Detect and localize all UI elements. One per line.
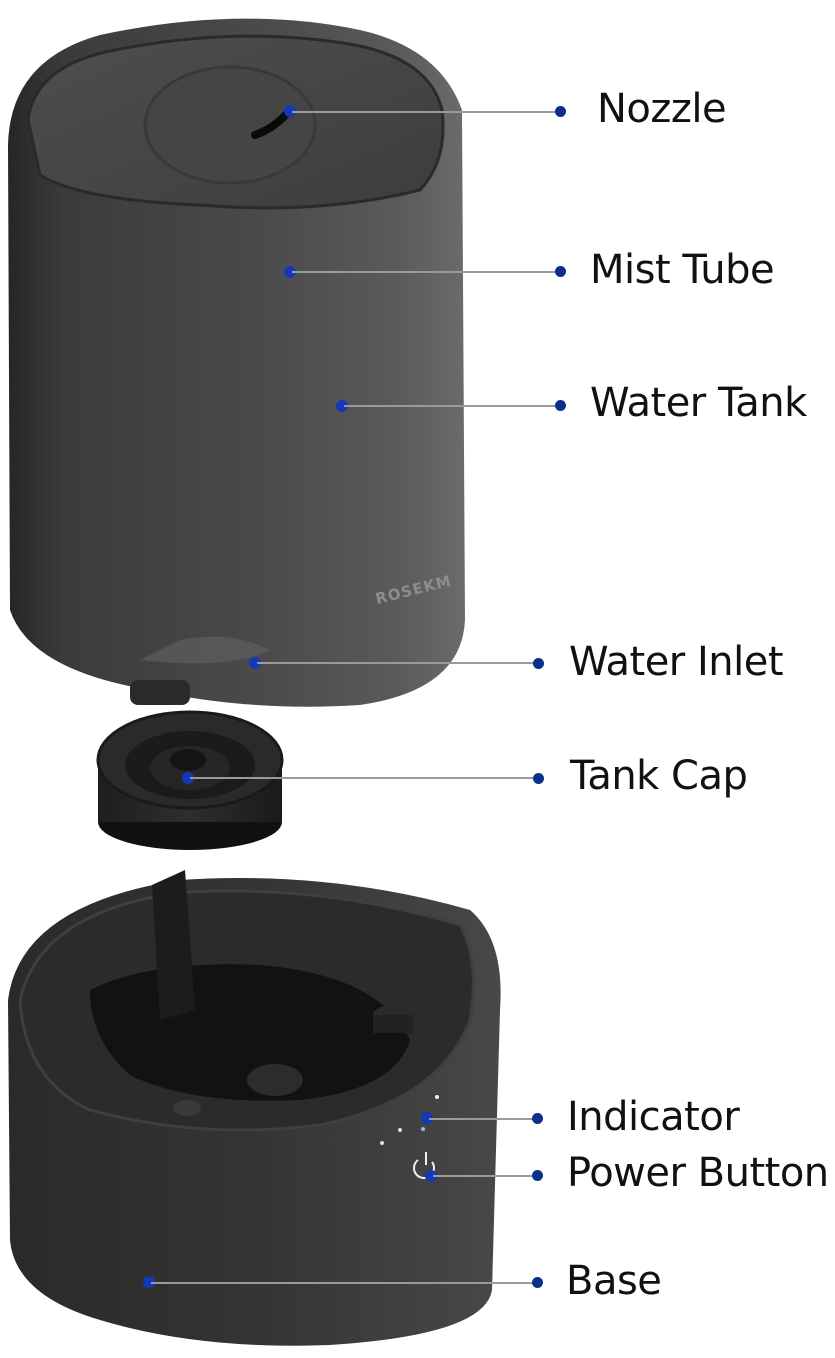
water-inlet-callout-dot bbox=[533, 658, 544, 669]
water-tank-leader-line bbox=[344, 405, 560, 407]
nozzle-anchor-dot bbox=[284, 105, 296, 117]
water-inlet-anchor-dot bbox=[249, 657, 261, 669]
water-inlet-leader-line bbox=[257, 662, 539, 664]
base-leader-line bbox=[151, 1282, 537, 1284]
water-tank-anchor-dot bbox=[336, 400, 348, 412]
indicator-anchor-dot bbox=[421, 1112, 433, 1124]
base-callout-dot bbox=[532, 1277, 543, 1288]
base-part bbox=[8, 870, 501, 1346]
tank-cap-part bbox=[96, 710, 284, 850]
label-water-inlet: Water Inlet bbox=[569, 639, 784, 685]
indicator-callout-dot bbox=[532, 1113, 543, 1124]
power-button-leader-line bbox=[433, 1175, 537, 1177]
water-tank-callout-dot bbox=[555, 400, 566, 411]
label-mist-tube: Mist Tube bbox=[590, 247, 775, 293]
nozzle-callout-dot bbox=[555, 106, 566, 117]
mist-tube-callout-dot bbox=[555, 266, 566, 277]
water-tank-body bbox=[8, 18, 465, 707]
power-button-callout-dot bbox=[532, 1170, 543, 1181]
label-power-button: Power Button bbox=[567, 1150, 829, 1196]
label-base: Base bbox=[566, 1258, 662, 1304]
tank-cap-callout-dot bbox=[533, 773, 544, 784]
tank-cap-anchor-dot bbox=[182, 772, 194, 784]
mist-tube-anchor-dot bbox=[284, 266, 296, 278]
power-button-anchor-dot bbox=[425, 1170, 437, 1182]
base-anchor-dot bbox=[143, 1276, 155, 1288]
label-indicator: Indicator bbox=[567, 1094, 740, 1140]
label-tank-cap: Tank Cap bbox=[570, 753, 748, 799]
indicator-leader-line bbox=[429, 1118, 537, 1120]
mist-tube-leader-line bbox=[292, 271, 560, 273]
nozzle-leader-line bbox=[292, 111, 560, 113]
label-nozzle: Nozzle bbox=[597, 86, 727, 132]
tank-cap-leader-line bbox=[190, 777, 539, 779]
label-water-tank: Water Tank bbox=[590, 380, 807, 426]
